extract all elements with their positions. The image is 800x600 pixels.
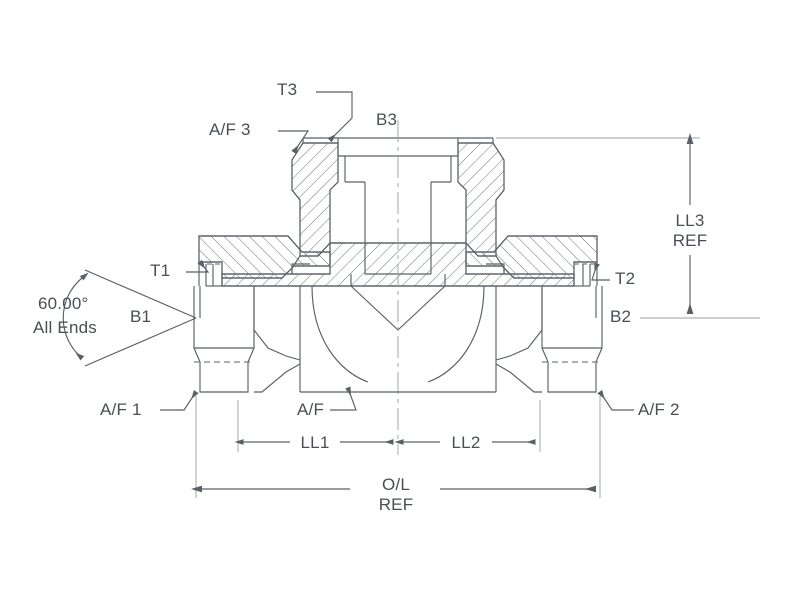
body-step-detail [291,263,505,274]
left-nut-assembly [193,235,331,393]
label-b3: B3 [376,110,398,129]
dimension-ll3 [496,133,700,314]
label-ll3-line2: REF [672,230,708,250]
leader-lines [160,91,634,411]
label-af3: A/F 3 [209,120,251,139]
angle-callout-60deg [62,269,197,367]
label-t1: T1 [150,261,171,280]
label-angle-value: 60.00° [38,294,89,313]
body-lower-barrel [199,285,597,318]
label-angle-note: All Ends [33,318,97,337]
label-ll1: LL1 [300,433,330,452]
label-ol-line2: REF [378,494,414,514]
label-af1: A/F 1 [100,400,142,419]
label-b2: B2 [610,307,632,326]
centerlines [397,120,760,455]
label-af2: A/F 2 [638,400,680,419]
dimension-overall-length [191,396,601,498]
label-b1: B1 [130,307,152,326]
dimension-ll1-ll2 [234,400,541,452]
label-ll3-line1: LL3 [675,211,705,230]
right-nut-assembly [465,235,603,393]
branch-bore [350,182,446,331]
label-t2: T2 [615,269,636,288]
label-ol-line1: O/L [381,475,411,494]
label-ll2: LL2 [451,433,481,452]
label-t3: T3 [277,80,298,99]
barrel-contours [299,285,497,393]
label-af-center: A/F [297,400,325,419]
